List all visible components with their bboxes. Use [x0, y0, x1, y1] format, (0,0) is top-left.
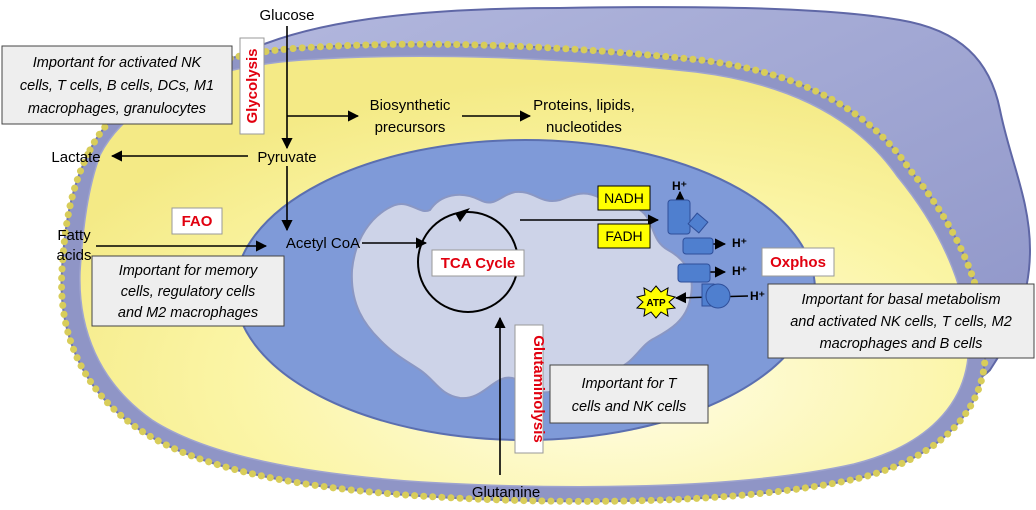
atp-burst: [635, 285, 677, 319]
glutamine-label: Glutamine: [472, 484, 540, 501]
svg-text:Important for memory: Important for memory: [119, 263, 258, 279]
electron-transport-chain: [667, 199, 731, 309]
glycolysis-label: Glycolysis: [244, 48, 261, 123]
pathway-glycolysis: Glycolysis: [239, 37, 265, 135]
svg-text:cells, regulatory cells: cells, regulatory cells: [121, 284, 256, 300]
svg-text:cells and NK cells: cells and NK cells: [572, 399, 686, 415]
acetyl-coa-label: Acetyl CoA: [286, 235, 360, 252]
h-plus-label: H⁺: [750, 289, 765, 303]
biosynthetic-label: Biosynthetic: [370, 97, 451, 114]
h-plus-label: H⁺: [732, 236, 747, 250]
complex-1: [667, 199, 691, 235]
nadh-box: [597, 185, 651, 211]
biosynthetic-label: precursors: [375, 119, 446, 136]
note-fao: Important for memory cells, regulatory c…: [91, 255, 285, 327]
nadh-label: NADH: [604, 190, 644, 206]
fadh-box: [597, 223, 651, 249]
fatty-acids-label: acids: [56, 247, 91, 264]
pyruvate-label: Pyruvate: [257, 149, 316, 166]
complex-4: [677, 263, 711, 283]
fao-label: FAO: [182, 213, 213, 230]
glucose-label: Glucose: [259, 7, 314, 24]
pathway-fao: FAO: [171, 207, 223, 235]
proteins-label: nucleotides: [546, 119, 622, 136]
svg-text:cells, T cells, B cells, DCs,: cells, T cells, B cells, DCs, M1: [20, 78, 214, 94]
svg-text:Important for T: Important for T: [581, 376, 677, 392]
note-glycolysis: Important for activated NK cells, T cell…: [1, 45, 233, 125]
complex-2: [687, 212, 709, 234]
svg-text:Important for activated NK: Important for activated NK: [33, 55, 203, 71]
tca-label: TCA Cycle: [441, 255, 515, 272]
proteins-label: Proteins, lipids,: [533, 97, 635, 114]
h-plus-label: H⁺: [672, 179, 687, 193]
complex-3: [682, 237, 714, 255]
pathway-tca: TCA Cycle: [431, 249, 525, 277]
svg-text:Important for basal metabolism: Important for basal metabolism: [801, 292, 1000, 308]
svg-text:and activated NK cells, T cell: and activated NK cells, T cells, M2: [790, 314, 1012, 330]
fadh-label: FADH: [605, 228, 642, 244]
pathway-oxphos: Oxphos: [761, 247, 835, 277]
oxphos-label: Oxphos: [770, 254, 826, 271]
h-plus-label: H⁺: [732, 264, 747, 278]
membrane-beads: [58, 40, 990, 505]
glutaminolysis-label: Glutaminolysis: [530, 335, 547, 443]
svg-text:macrophages, granulocytes: macrophages, granulocytes: [28, 101, 206, 117]
pathway-glutaminolysis: Glutaminolysis: [514, 324, 547, 454]
atp-label: ATP: [646, 298, 666, 309]
svg-text:and M2 macrophages: and M2 macrophages: [118, 305, 258, 321]
atp-synthase: [705, 283, 731, 309]
note-oxphos: Important for basal metabolism and activ…: [767, 283, 1035, 359]
lactate-label: Lactate: [51, 149, 100, 166]
note-glutaminolysis: Important for T cells and NK cells: [549, 364, 709, 424]
svg-text:macrophages and B cells: macrophages and B cells: [820, 336, 983, 352]
fatty-acids-label: Fatty: [57, 227, 91, 244]
